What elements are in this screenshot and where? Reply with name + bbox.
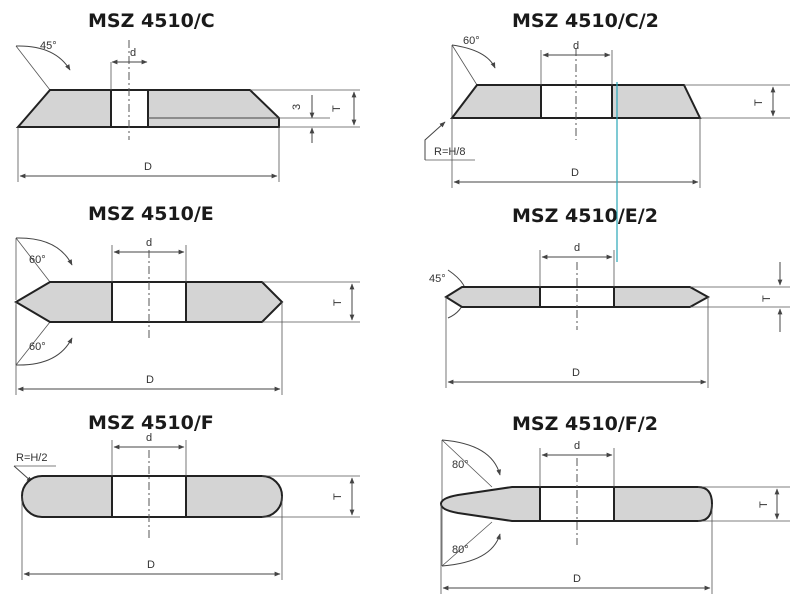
label-t-e2: T [761, 295, 773, 302]
angle-label-c: 45° [40, 40, 57, 52]
label-t-c: T [331, 105, 343, 112]
label-D-e: D [146, 374, 154, 386]
title-msz-4510-c2: MSZ 4510/C/2 [512, 10, 659, 32]
angle-label-c2: 60° [463, 35, 480, 47]
label-D-f: D [147, 559, 155, 571]
label-d-e2: d [574, 242, 580, 254]
angle-label-e2: 45° [429, 273, 446, 285]
angle-label-f2-top: 80° [452, 459, 469, 471]
label-radius-c2: R=H/8 [434, 146, 466, 158]
title-msz-4510-e: MSZ 4510/E [88, 203, 214, 225]
angle-arc-f2-bottom [441, 533, 501, 567]
label-d-f: d [146, 432, 152, 444]
label-t-e: T [332, 299, 344, 306]
label-d-f2: d [574, 440, 580, 452]
angle-label-f2-bottom: 80° [452, 544, 469, 556]
label-3-c: 3 [291, 104, 303, 110]
label-D-c: D [144, 161, 152, 173]
angle-label-e-bottom: 60° [29, 341, 46, 353]
label-D-f2: D [573, 573, 581, 585]
label-t-f: T [332, 493, 344, 500]
title-msz-4510-c: MSZ 4510/C [88, 10, 215, 32]
label-d-e: d [146, 237, 152, 249]
title-msz-4510-f: MSZ 4510/F [88, 412, 214, 434]
label-d-c: d [130, 47, 136, 59]
label-D-c2: D [571, 167, 579, 179]
profile-f2: MSZ 4510/F/2 80° 80° d T D [439, 413, 790, 594]
angle-arc-e-top [15, 237, 73, 266]
angle-arc-c [15, 45, 71, 71]
profile-e2: MSZ 4510/E/2 45° d T D [429, 82, 790, 388]
angle-arc-e-bottom [15, 337, 73, 366]
label-d-c2: d [573, 40, 579, 52]
label-t-c2: T [753, 99, 765, 106]
label-t-f2: T [758, 501, 770, 508]
profile-c2: MSZ 4510/C/2 60° d T R=H/8 D [424, 10, 790, 188]
angle-arc-f2-top [441, 439, 501, 476]
label-radius-f: R=H/2 [16, 452, 48, 464]
profile-c: MSZ 4510/C 45° d T 3 D [15, 10, 360, 182]
title-msz-4510-f2: MSZ 4510/F/2 [512, 413, 658, 435]
angle-arc-c2 [451, 44, 496, 69]
angle-label-e-top: 60° [29, 254, 46, 266]
profile-f: MSZ 4510/F R=H/2 d T D [13, 412, 360, 580]
profile-e: MSZ 4510/E 60° 60° d T D [14, 203, 360, 395]
label-D-e2: D [572, 367, 580, 379]
title-msz-4510-e2: MSZ 4510/E/2 [512, 205, 658, 227]
